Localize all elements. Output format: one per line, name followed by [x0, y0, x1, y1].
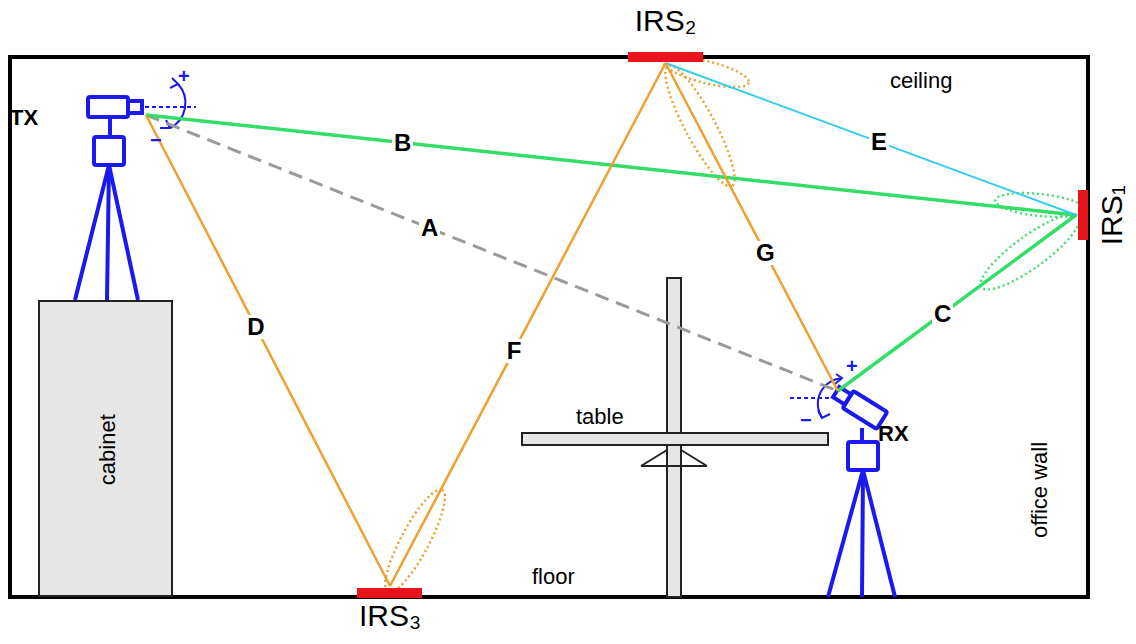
wall-label: office wall — [1029, 442, 1051, 538]
path-letter: D — [245, 315, 266, 339]
irs-panel: IRS₁ — [1076, 150, 1134, 280]
node-text: IRS₃ — [350, 599, 430, 634]
node-text: RX — [878, 421, 909, 446]
rx-camera — [828, 384, 895, 597]
floor-label: floor — [532, 566, 575, 588]
irs-surface — [628, 52, 703, 62]
path-letter: E — [869, 130, 889, 154]
irs-surface — [1078, 190, 1088, 240]
rotation-sign: + — [846, 356, 858, 376]
tx-camera — [75, 97, 142, 300]
rotation-sign: + — [178, 66, 190, 86]
signal-path — [390, 63, 666, 586]
path-letter: F — [505, 339, 524, 363]
signal-path — [838, 215, 1076, 391]
node-text: cabinet — [94, 415, 119, 486]
path-letter: C — [932, 302, 953, 326]
table-figure — [522, 278, 828, 597]
ceiling-label: ceiling — [890, 70, 952, 92]
rotation-sign: − — [150, 130, 162, 150]
path-letter: A — [419, 216, 440, 240]
beam-lobes — [375, 51, 1088, 599]
path-letter: G — [754, 241, 777, 265]
tx-node: TX — [8, 95, 146, 135]
node-text: IRS₂ — [608, 4, 723, 39]
node-text: TX — [10, 105, 38, 130]
rotation-sign: − — [800, 410, 812, 430]
node-text: IRS₁ — [1095, 185, 1130, 245]
rx-rotation-marker — [790, 374, 842, 418]
signal-path — [146, 115, 390, 586]
signal-path — [146, 115, 838, 391]
rx-node: RX — [836, 388, 926, 448]
table-label: table — [576, 406, 624, 428]
irs-surface — [357, 588, 422, 598]
signal-path — [666, 63, 838, 391]
room-outline — [10, 57, 1088, 597]
path-letter: B — [392, 131, 413, 155]
signal-path — [666, 63, 1077, 215]
irs-panel: IRS₃ — [350, 586, 430, 644]
irs-panel: IRS₂ — [608, 0, 723, 63]
cabinet-box: cabinet — [38, 300, 173, 597]
